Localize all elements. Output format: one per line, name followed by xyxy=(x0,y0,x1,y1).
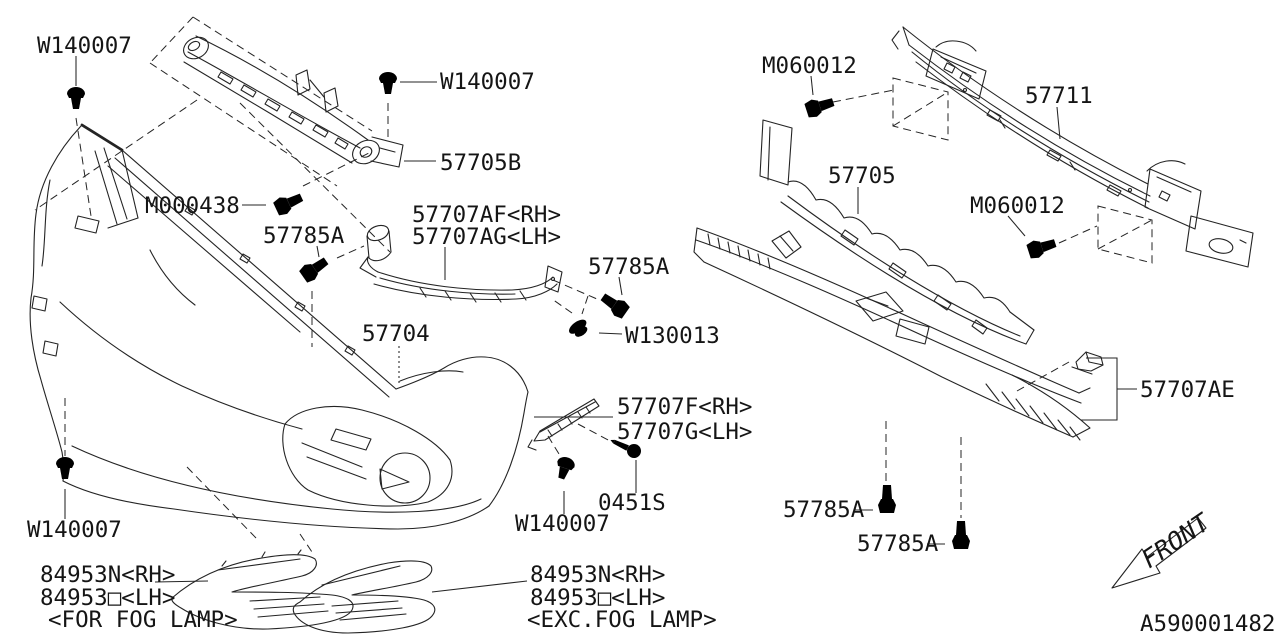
part-label-57711: 57711 xyxy=(1025,83,1093,109)
part-label-57707f-rh: 57707F<RH> xyxy=(617,394,752,420)
bumper-face-57704 xyxy=(29,123,529,530)
part-label-w140007-2: W140007 xyxy=(440,69,535,95)
bolt-57785a-1 xyxy=(298,253,332,285)
front-direction-arrow xyxy=(1111,517,1207,589)
side-bracket-57707f xyxy=(527,398,600,451)
dash-m000438 xyxy=(302,151,372,187)
fog-lamp-cover-84953-right xyxy=(292,560,436,634)
dash-arm-corner xyxy=(581,295,589,315)
dash-bumper-to-bezel xyxy=(186,466,258,540)
bumper-beam-57711 xyxy=(891,26,1254,268)
part-label-m060012-1: M060012 xyxy=(762,53,857,79)
grommet-clip-w140007-top-mid xyxy=(379,72,397,99)
part-label-57704: 57704 xyxy=(362,321,430,347)
front-direction-label: FRONT xyxy=(1136,507,1216,574)
bolt-m060012-1 xyxy=(803,93,836,120)
dash-57785a-2 xyxy=(552,279,598,300)
bolt-m000438 xyxy=(272,189,306,218)
part-label-57785a-4: 57785A xyxy=(857,531,939,557)
fog-lamp-cover-84953-left xyxy=(171,549,354,630)
grommet-clip-w140007-top-left xyxy=(67,87,85,114)
dash-m060012-1 xyxy=(832,89,895,103)
part-label-57705: 57705 xyxy=(828,163,896,189)
dash-w130013 xyxy=(551,298,573,314)
part-label-57785a-1: 57785A xyxy=(263,223,345,249)
dash-box-m060012-2 xyxy=(1097,205,1153,264)
grommet-clip-w140007-bottom-left xyxy=(56,457,74,484)
leader-57785a-2 xyxy=(618,276,623,296)
dash-strip-to-screw xyxy=(577,423,611,442)
leader-m060012-1 xyxy=(810,75,814,96)
part-label-57785a-3: 57785A xyxy=(783,497,865,523)
dash-beam-box-top xyxy=(192,16,373,132)
dash-strip-to-clip xyxy=(547,435,560,455)
leader-84953-left xyxy=(154,580,209,583)
dash-57707ae-clip xyxy=(1016,361,1070,392)
part-label-57707ae: 57707AE xyxy=(1140,377,1235,403)
upper-reinforcement-57705b xyxy=(183,35,404,168)
leader-w130013 xyxy=(598,332,623,335)
bolt-m060012-2 xyxy=(1025,234,1058,261)
part-label-84953n-rh-1: 84953N<RH> xyxy=(40,562,175,588)
part-label-w140007-4: W140007 xyxy=(27,517,122,543)
dash-beam-box-left xyxy=(149,16,194,64)
part-label-0451s: 0451S xyxy=(598,490,666,516)
dash-beam-to-bumper xyxy=(34,99,198,211)
dash-grommet-top-left xyxy=(75,117,92,217)
energy-absorber-57705 xyxy=(759,119,1035,345)
bolt-57785a-3 xyxy=(878,485,896,513)
drawing-number: A590001482 xyxy=(1140,611,1275,637)
part-label-57785a-2: 57785A xyxy=(588,254,670,280)
leader-84953-right xyxy=(431,580,528,593)
part-label-57707g-lh: 57707G<LH> xyxy=(617,419,752,445)
leader-57711 xyxy=(1056,106,1061,140)
dash-beam-to-bracket xyxy=(239,102,391,253)
dash-box-diag-1 xyxy=(892,91,949,127)
part-label-84953n-rh-2: 84953N<RH> xyxy=(530,562,665,588)
leader-57707ae-bracket xyxy=(1081,357,1137,421)
dash-m060012-2 xyxy=(1058,225,1098,244)
side-bracket-57707af xyxy=(359,224,563,303)
part-label-57707af-rh: 57707AF<RH> xyxy=(412,202,561,228)
dash-bezel-right-tick xyxy=(299,533,315,556)
caption-exc-fog-lamp: <EXC.FOG LAMP> xyxy=(527,607,717,633)
dash-57785a-1 xyxy=(336,245,365,259)
lower-cover-57707ae-assembly xyxy=(693,227,1104,441)
part-label-84953o-lh-1: 84953□<LH> xyxy=(40,585,175,611)
part-label-57707ag-lh: 57707AG<LH> xyxy=(412,224,561,250)
bolt-57785a-4 xyxy=(952,521,970,549)
push-clip-w130013 xyxy=(564,314,596,346)
leader-57785a-1 xyxy=(316,245,320,258)
leader-m060012-2 xyxy=(1007,215,1026,237)
part-label-w140007-3: W140007 xyxy=(515,511,610,537)
dash-box-diag-2 xyxy=(1097,219,1153,250)
grommet-clip-w140007-bottom-mid xyxy=(551,454,577,487)
part-label-57705b: 57705B xyxy=(440,150,521,176)
caption-for-fog-lamp: <FOR FOG LAMP> xyxy=(48,607,238,633)
part-label-84953o-lh-2: 84953□<LH> xyxy=(530,585,665,611)
part-label-m060012-2: M060012 xyxy=(970,193,1065,219)
bolt-57785a-2 xyxy=(597,289,631,321)
part-label-w140007-1: W140007 xyxy=(37,33,132,59)
dash-box-m060012-1 xyxy=(892,77,949,141)
part-label-w130013: W130013 xyxy=(625,323,720,349)
dash-beam-box-bottom xyxy=(149,62,338,187)
part-label-m000438: M000438 xyxy=(145,193,240,219)
